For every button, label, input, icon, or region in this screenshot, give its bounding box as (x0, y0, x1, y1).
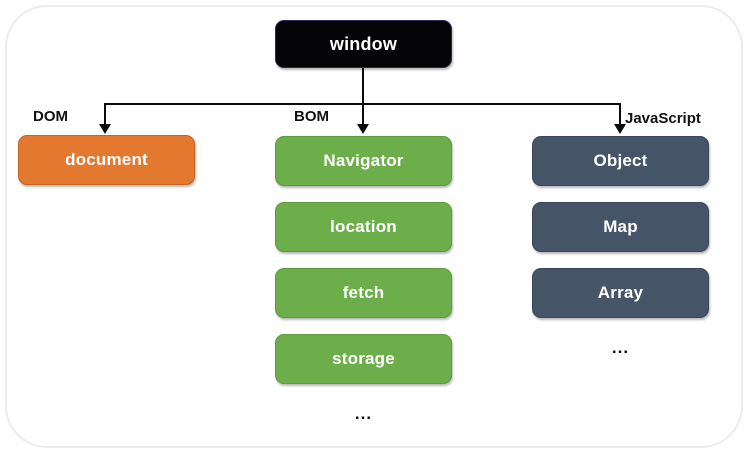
connector-drop-javascript (619, 103, 621, 125)
ellipsis-bom: ... (354, 404, 373, 423)
caption-bom: BOM (294, 108, 329, 125)
arrow-head-bom-icon (357, 124, 369, 134)
node-object[interactable]: Object (532, 136, 709, 186)
caption-dom: DOM (33, 108, 68, 125)
node-storage[interactable]: storage (275, 334, 452, 384)
connector-drop-dom (104, 103, 106, 125)
node-location[interactable]: location (275, 202, 452, 252)
caption-javascript: JavaScript (625, 110, 701, 127)
node-array[interactable]: Array (532, 268, 709, 318)
node-document[interactable]: document (18, 135, 195, 185)
arrow-head-dom-icon (99, 124, 111, 134)
connector-drop-bom (362, 103, 364, 125)
connector-root-stem (362, 68, 364, 104)
node-map[interactable]: Map (532, 202, 709, 252)
node-navigator[interactable]: Navigator (275, 136, 452, 186)
node-window[interactable]: window (275, 20, 452, 68)
ellipsis-javascript: ... (611, 338, 630, 357)
arrow-head-javascript-icon (614, 124, 626, 134)
node-fetch[interactable]: fetch (275, 268, 452, 318)
